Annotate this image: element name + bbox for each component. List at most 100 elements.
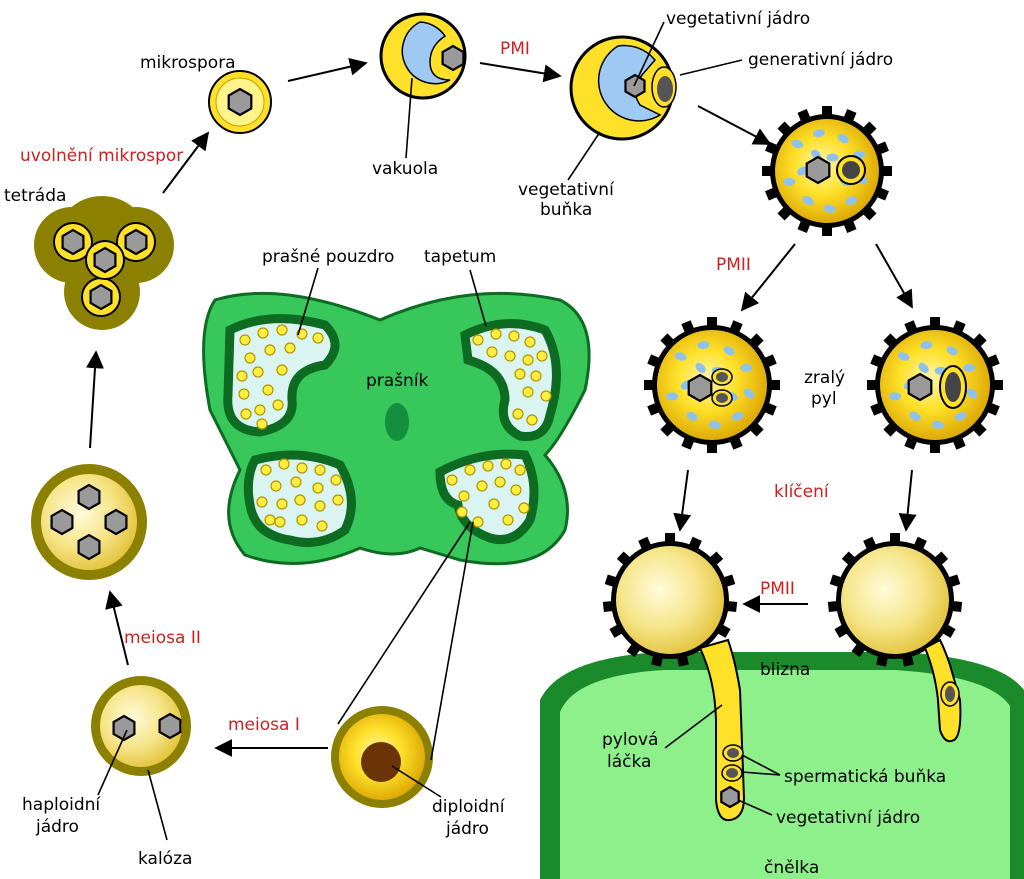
microspore-dot xyxy=(276,324,288,336)
label-prasne-pouzdro: prašné pouzdro xyxy=(262,247,394,267)
microspore-dot xyxy=(262,384,274,396)
nucleus-hexagon xyxy=(158,712,182,740)
pollen-tube xyxy=(923,638,962,743)
microspore-dot xyxy=(278,458,290,470)
starch-grain xyxy=(931,420,944,429)
starch-grain xyxy=(963,363,976,372)
pollen-grain xyxy=(827,533,963,667)
label-haploidni: haploidní xyxy=(22,795,101,815)
microspore-dot xyxy=(472,516,484,528)
label-pyl: pyl xyxy=(811,389,837,409)
starch-grain xyxy=(708,420,721,429)
pollen-grains xyxy=(602,106,1003,667)
bicellular-pollen xyxy=(569,35,677,141)
label-cnelka: čnělka xyxy=(764,858,819,878)
microspore-dot xyxy=(256,418,268,430)
generative-nucleus xyxy=(945,686,955,702)
starch-grain xyxy=(897,352,910,361)
starch-grain xyxy=(812,129,825,138)
nucleus-hexagon xyxy=(720,785,740,809)
microspore-dot xyxy=(330,474,342,486)
starch-grain xyxy=(731,412,744,421)
label-meiosa-i: meiosa I xyxy=(228,715,300,735)
starch-grain xyxy=(909,411,921,421)
microspore-dot xyxy=(502,514,514,526)
vascular-bundle xyxy=(385,403,409,441)
starch-grain xyxy=(723,346,735,356)
microspore-dot xyxy=(540,390,552,402)
microspore-dot xyxy=(260,464,272,476)
starch-grain xyxy=(791,139,804,149)
label-generativni-jadro: generativní jádro xyxy=(748,50,893,70)
microspore-dot xyxy=(256,496,268,508)
starch-grain xyxy=(740,363,753,372)
label-zraly: zralý xyxy=(804,368,845,388)
starch-grain xyxy=(783,177,796,186)
label-lacka: láčka xyxy=(607,752,651,772)
label-blizna: blizna xyxy=(760,660,810,680)
starch-grain xyxy=(823,204,836,213)
microspore-dot xyxy=(274,516,286,528)
nucleus-hexagon xyxy=(624,73,646,99)
pollen-grain xyxy=(602,533,738,667)
microspore-dot xyxy=(284,342,296,354)
pollen-grain xyxy=(867,317,1003,453)
nucleus-hexagon xyxy=(124,228,148,256)
microspore-dot xyxy=(488,498,500,510)
microspore-dot xyxy=(446,474,458,486)
microspore-dot xyxy=(536,350,548,362)
starch-grain xyxy=(686,411,698,421)
microspore-dot xyxy=(276,498,288,510)
microspore-dot xyxy=(270,480,282,492)
labels: mikrospora uvolnění mikrospor tetráda va… xyxy=(4,9,946,878)
label-mikrospora: mikrospora xyxy=(140,53,236,73)
microspore-dot xyxy=(522,354,534,366)
label-diploidni: diploidní xyxy=(432,797,506,817)
microspore-dot xyxy=(290,476,302,488)
tetrad-cross xyxy=(31,464,147,580)
nucleus-hexagon xyxy=(907,372,933,402)
nucleus-hexagon xyxy=(77,533,101,561)
microspore-dot xyxy=(512,408,524,420)
microspore-dot xyxy=(257,327,269,339)
label-diploidni-jadro: jádro xyxy=(445,819,489,839)
label-haploidni-jadro: jádro xyxy=(35,817,79,837)
sperm-cell xyxy=(716,372,728,382)
microspore-dot xyxy=(510,484,522,496)
microspore-dot xyxy=(456,506,468,518)
nucleus-hexagon xyxy=(104,508,128,536)
vacuolate-microspore xyxy=(379,12,467,100)
label-vakuola: vakuola xyxy=(372,159,438,179)
starch-grain xyxy=(666,392,679,401)
nucleus-hexagon xyxy=(805,155,831,185)
pollen-tube xyxy=(698,638,746,822)
microspore-dot xyxy=(530,370,542,382)
starch-grain xyxy=(845,196,858,205)
microspore-dot xyxy=(240,408,252,420)
microspore-dot xyxy=(314,464,326,476)
starch-grain xyxy=(743,388,755,399)
label-prasnik: prašník xyxy=(366,371,429,391)
starch-grain xyxy=(954,412,967,421)
microspore-dot xyxy=(504,350,516,362)
nucleus-hexagon xyxy=(227,87,253,117)
starch-grain xyxy=(837,134,849,144)
microspore-dot xyxy=(490,328,502,340)
label-spermaticka-bunka: spermatická buňka xyxy=(784,767,946,787)
microspore-dot xyxy=(332,494,344,506)
microspore-dot xyxy=(458,490,470,502)
starch-grain xyxy=(920,341,933,350)
label-vegetativni-bunka-2: buňka xyxy=(540,200,592,220)
microspore-dot xyxy=(522,386,534,398)
label-meiosa-ii: meiosa II xyxy=(124,628,201,648)
microspore-dot xyxy=(296,514,308,526)
microspore-dot xyxy=(252,366,264,378)
nucleus-hexagon xyxy=(77,483,101,511)
microspore-dot xyxy=(514,464,526,476)
microspore-dot xyxy=(518,502,530,514)
starch-grain xyxy=(826,153,839,162)
generative-nucleus xyxy=(657,76,673,102)
starch-grain xyxy=(802,196,814,206)
microspore-dot xyxy=(464,464,476,476)
